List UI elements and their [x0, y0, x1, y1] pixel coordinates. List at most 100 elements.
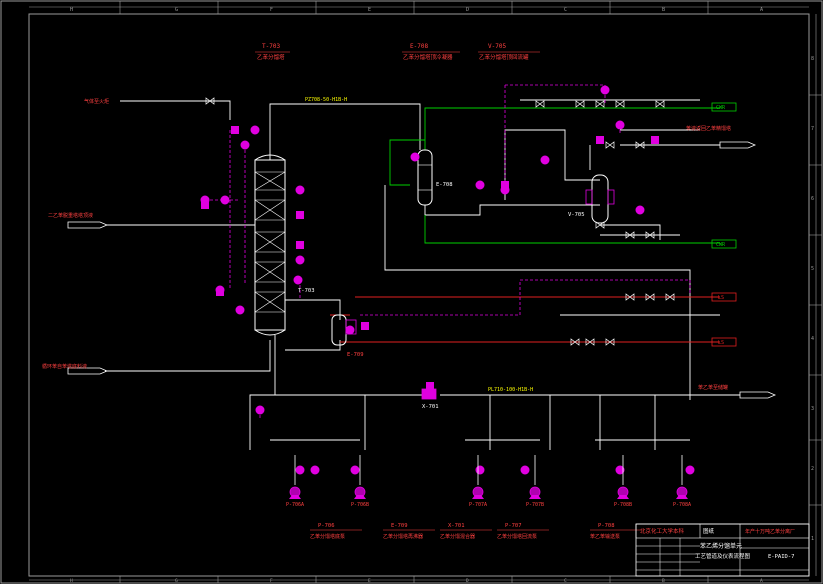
frame-top-letter: B — [662, 7, 665, 13]
footer-tag: X-701 — [448, 523, 465, 529]
footer-desc: 乙苯分馏塔再沸器 — [383, 533, 423, 540]
frame-top-letter: E — [368, 7, 371, 13]
footer-desc: 乙苯分馏混合器 — [440, 533, 475, 540]
pump-tag: P-707A — [469, 502, 487, 508]
instrument-square — [216, 288, 224, 296]
header-desc-v705: 乙苯分馏塔顶回流罐 — [479, 53, 529, 61]
frame-right-number: 4 — [811, 336, 814, 342]
header-tag-t703: T-703 — [262, 43, 280, 50]
steam-lines — [330, 296, 720, 343]
instrument-square — [596, 136, 604, 144]
label-bottom-pipe: PL710-100-H1B-H — [488, 387, 533, 393]
valve-icon — [595, 221, 605, 229]
frame-ticks — [119, 1, 822, 583]
header-desc-t703: 乙苯分馏塔 — [257, 53, 285, 61]
pump-tag: P-708A — [673, 502, 691, 508]
instrument-bubble — [310, 465, 320, 475]
frame-bottom-letter: F — [270, 578, 273, 584]
footer-desc: 乙苯分馏塔回流泵 — [497, 533, 537, 540]
label-ls-1: LS — [718, 295, 724, 301]
label-product-out: 苯乙苯至储罐 — [698, 384, 728, 391]
column-t703: T-703 — [254, 154, 315, 336]
pump-base-icon — [617, 495, 629, 499]
frame-top-letter: C — [564, 7, 567, 13]
title-drawing-2: 工艺管道及仪表流程图 — [695, 552, 751, 560]
frame-bottom-letter: G — [175, 578, 178, 584]
instrument-lines — [210, 84, 691, 420]
valve-symbols — [205, 97, 675, 346]
frame-top-letter: F — [270, 7, 273, 13]
label-top-pipe: PZ708-50-H1B-H — [305, 97, 347, 103]
footer-tag: P-707 — [505, 523, 522, 529]
valve-icon — [645, 293, 655, 301]
instrument-bubble — [240, 140, 250, 150]
header-labels: T-703 乙苯分馏塔 E-708 乙苯分馏塔顶冷凝器 V-705 乙苯分馏塔顶… — [255, 43, 540, 61]
instrument-bubble — [235, 305, 245, 315]
header-desc-e708: 乙苯分馏塔顶冷凝器 — [403, 53, 453, 61]
valve-icon — [625, 293, 635, 301]
frame-right-number: 7 — [811, 126, 814, 132]
pump-base-icon — [676, 495, 688, 499]
pump-tag: P-707B — [526, 502, 544, 508]
title-block: 北京化工大学本科 图纸 年产十万吨乙苯分离厂 苯乙烯分馏单元 工艺管道及仪表流程… — [635, 523, 810, 577]
valve-icon — [655, 100, 665, 108]
frame-right-number: 8 — [811, 56, 814, 62]
label-cw-top: CWR — [716, 105, 726, 111]
label-gas-in: 气体至火炬 — [84, 98, 109, 105]
label-feed-in: 二乙苯脱重塔塔顶液 — [48, 212, 93, 219]
instrument-bubble — [685, 465, 695, 475]
footer-tag: P-708 — [598, 523, 615, 529]
frame-bottom-letter: C — [564, 578, 567, 584]
header-tag-v705: V-705 — [488, 43, 506, 50]
footer-labels: P-706乙苯分馏塔底泵E-709乙苯分馏塔再沸器X-701乙苯分馏混合器P-7… — [310, 523, 642, 540]
instrument-bubble — [410, 152, 420, 162]
valve-icon — [605, 338, 615, 346]
instrument-square — [296, 241, 304, 249]
instrument-square — [426, 382, 434, 390]
frame-right-number: 2 — [811, 466, 814, 472]
valve-icon — [625, 231, 635, 239]
instrument-square — [361, 322, 369, 330]
drum-tag: V-705 — [568, 212, 585, 218]
pump-tag: P-706B — [351, 502, 369, 508]
title-org: 北京化工大学本科 — [640, 527, 685, 535]
frame-bottom-letter: D — [466, 578, 469, 584]
off-page-connectors: 气体至火炬 二乙苯脱重塔塔顶液 循环苯自苯塔底料液 苯液返回乙苯精馏塔 苯乙苯至… — [42, 97, 777, 399]
instrument-bubble — [345, 325, 355, 335]
valve-icon — [665, 293, 675, 301]
instrument-bubble — [615, 120, 625, 130]
frame-right-number: 3 — [811, 406, 814, 412]
instrument-bubble — [540, 155, 550, 165]
frame-top-letter: A — [760, 7, 763, 13]
frame-right-number: 1 — [811, 536, 814, 542]
instrument-bubble — [255, 405, 265, 415]
instrument-bubble — [350, 465, 360, 475]
frame-top-letter: H — [70, 7, 73, 13]
instrument-bubble — [250, 125, 260, 135]
valve-icon — [615, 100, 625, 108]
valve-icon — [205, 97, 215, 105]
label-cw-mid: CWR — [716, 242, 726, 248]
title-drawing-1: 苯乙烯分馏单元 — [700, 542, 742, 550]
instrument-bubble — [475, 180, 485, 190]
instrument-bubble — [635, 205, 645, 215]
pump-base-icon — [289, 495, 301, 499]
valve-icon — [645, 231, 655, 239]
valve-icon — [605, 141, 615, 149]
footer-desc: 苯乙苯输送泵 — [590, 533, 620, 540]
frame-bottom-letter: A — [760, 578, 763, 584]
footer-desc: 乙苯分馏塔底泵 — [310, 533, 345, 540]
instrument-bubble — [615, 465, 625, 475]
title-drawing-no: E-PAID-7 — [768, 554, 795, 560]
instrument-bubble — [295, 255, 305, 265]
frame-bottom-letter: E — [368, 578, 371, 584]
mixer-tag: X-701 — [422, 404, 439, 410]
pump-base-icon — [472, 495, 484, 499]
label-ls-2: LS — [718, 340, 724, 346]
instrument-square — [231, 126, 239, 134]
instrument-bubble — [475, 465, 485, 475]
mixer-x701: X-701 — [421, 388, 439, 410]
valve-icon — [570, 338, 580, 346]
